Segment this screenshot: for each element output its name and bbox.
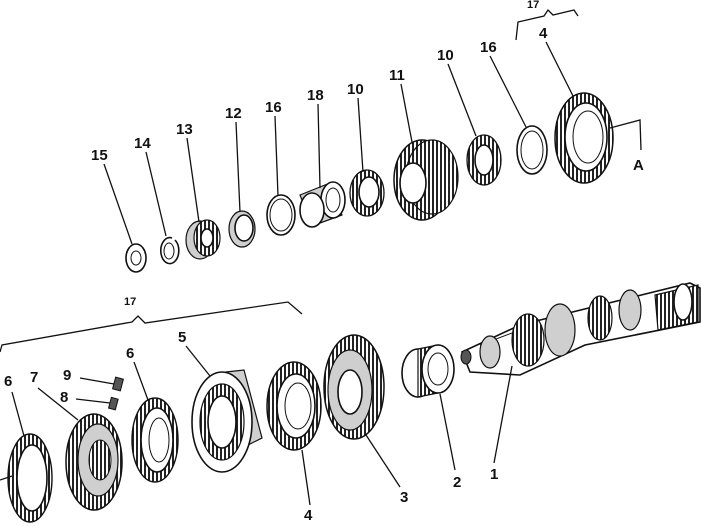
label-16-upper-left: 16 xyxy=(265,99,282,116)
part-10-bearing-right xyxy=(466,134,502,186)
leader-lines xyxy=(11,41,574,506)
bracket-A xyxy=(609,119,642,151)
bracket-17-lower xyxy=(0,301,303,353)
part-16-shim xyxy=(266,194,296,236)
label-9: 9 xyxy=(63,367,71,384)
part-18-sleeve xyxy=(299,181,346,228)
part-3-gear xyxy=(323,334,385,440)
part-11-gear xyxy=(393,139,459,221)
part-5-sliding-sleeve xyxy=(191,369,263,473)
label-16-upper-right: 16 xyxy=(480,39,497,56)
part-9-spring xyxy=(111,376,125,392)
part-6-sync-ring-mid xyxy=(131,397,179,483)
part-8-pin xyxy=(107,396,119,411)
part-4-sync-ring-upper xyxy=(554,92,614,184)
label-14: 14 xyxy=(134,135,151,152)
label-4-lower: 4 xyxy=(304,507,313,524)
part-7-hub xyxy=(65,413,123,511)
part-12-ring xyxy=(228,210,256,248)
part-15-washer xyxy=(125,243,147,273)
part-4-sync-ring-lower xyxy=(266,361,322,451)
part-13-bearing xyxy=(185,219,221,260)
label-17-lower: 17 xyxy=(124,296,136,308)
label-5: 5 xyxy=(178,329,186,346)
label-4-upper: 4 xyxy=(539,25,548,42)
label-17-upper: 17 xyxy=(527,0,539,11)
label-10-upper-right: 10 xyxy=(437,47,454,64)
part-1-mainshaft xyxy=(460,282,701,376)
label-6-mid: 6 xyxy=(126,345,134,362)
label-7: 7 xyxy=(30,369,38,386)
label-1: 1 xyxy=(490,466,498,483)
label-A: A xyxy=(633,157,644,174)
label-10-upper-left: 10 xyxy=(347,81,364,98)
part-6-sync-ring-left xyxy=(0,433,53,523)
bracket-17-upper xyxy=(515,8,579,41)
part-16-shim-right xyxy=(516,125,548,175)
label-18: 18 xyxy=(307,87,324,104)
part-14-snap-ring xyxy=(159,236,180,265)
label-6-left: 6 xyxy=(4,373,12,390)
part-2-needle-bearing xyxy=(401,344,455,398)
label-8: 8 xyxy=(60,389,68,406)
label-2: 2 xyxy=(453,474,461,491)
label-15: 15 xyxy=(91,147,108,164)
label-12: 12 xyxy=(225,105,242,122)
label-3: 3 xyxy=(400,489,408,506)
label-13: 13 xyxy=(176,121,193,138)
label-11: 11 xyxy=(389,67,405,84)
part-10-bearing-upper xyxy=(349,169,385,217)
